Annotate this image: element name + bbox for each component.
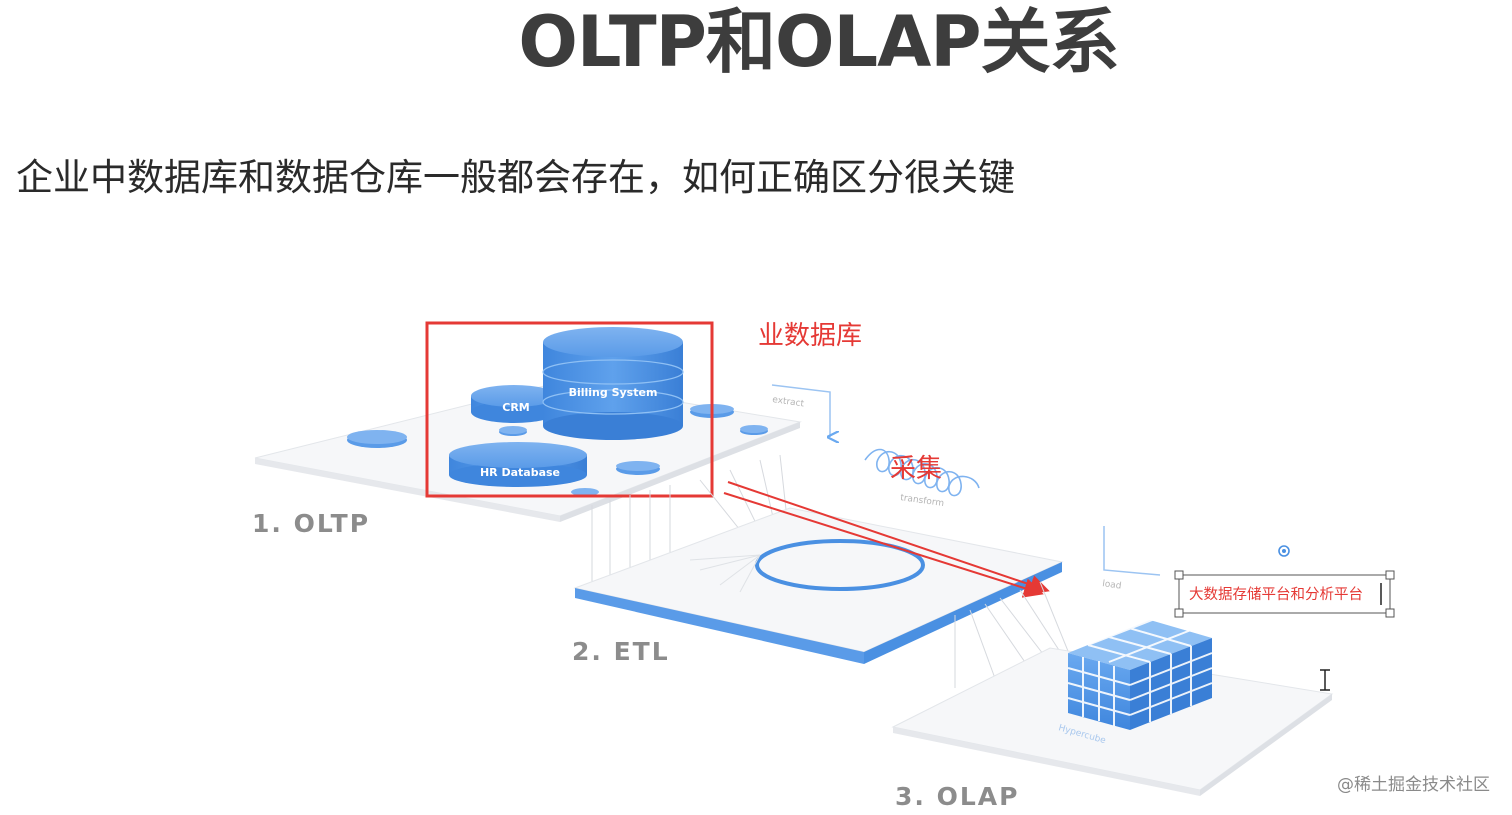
transform-label: transform	[900, 493, 945, 509]
resize-handle-bottom-left[interactable]	[1174, 608, 1184, 618]
etl-stage-label: 2. ETL	[572, 637, 670, 666]
billing-system-label: Billing System	[569, 386, 658, 399]
olap-stage-label: 3. OLAP	[895, 782, 1019, 811]
hypercube-icon: Hypercube	[1057, 612, 1213, 746]
resize-handle-top-right[interactable]	[1385, 570, 1395, 580]
resize-handle-bottom-right[interactable]	[1385, 608, 1395, 618]
business-database-annotation: 业数据库	[758, 321, 862, 351]
bigdata-platform-textbox[interactable]: 大数据存储平台和分析平台	[1174, 570, 1395, 618]
etl-fan-lines	[689, 554, 761, 593]
etl-ring	[755, 539, 925, 591]
extract-flow: extract	[772, 384, 830, 437]
small-database-icon	[347, 430, 407, 448]
oltp-stage-label: 1. OLTP	[252, 509, 370, 538]
load-flow: load	[1102, 526, 1161, 592]
etl-to-olap-connectors	[954, 581, 1071, 693]
hr-database-icon: HR Database	[449, 442, 587, 487]
watermark: @稀土掘金技术社区	[1337, 775, 1490, 795]
slide-subtitle: 企业中数据库和数据仓库一般都会存在，如何正确区分很关键	[16, 156, 1015, 199]
business-database-highlight-box	[425, 321, 714, 498]
spiral-icon	[1278, 545, 1290, 557]
ibeam-cursor-icon	[1320, 669, 1330, 691]
crm-label: CRM	[502, 401, 530, 414]
extract-label: extract	[772, 395, 805, 409]
small-database-icon	[499, 426, 527, 436]
hr-database-label: HR Database	[480, 466, 560, 479]
collect-arrows	[723, 481, 1050, 598]
load-label: load	[1102, 579, 1122, 592]
crm-database-icon: CRM	[471, 385, 557, 423]
etl-platform	[573, 507, 1064, 664]
small-database-icon	[616, 461, 660, 475]
resize-handle-top-left[interactable]	[1174, 570, 1184, 580]
slide-title: OLTP和OLAP关系	[518, 1, 1119, 83]
collect-annotation: 采集	[890, 454, 942, 484]
billing-system-database-icon: Billing System	[542, 327, 684, 440]
small-database-icon	[740, 425, 768, 435]
small-database-icon	[571, 488, 599, 496]
bigdata-platform-annotation: 大数据存储平台和分析平台	[1189, 586, 1363, 603]
